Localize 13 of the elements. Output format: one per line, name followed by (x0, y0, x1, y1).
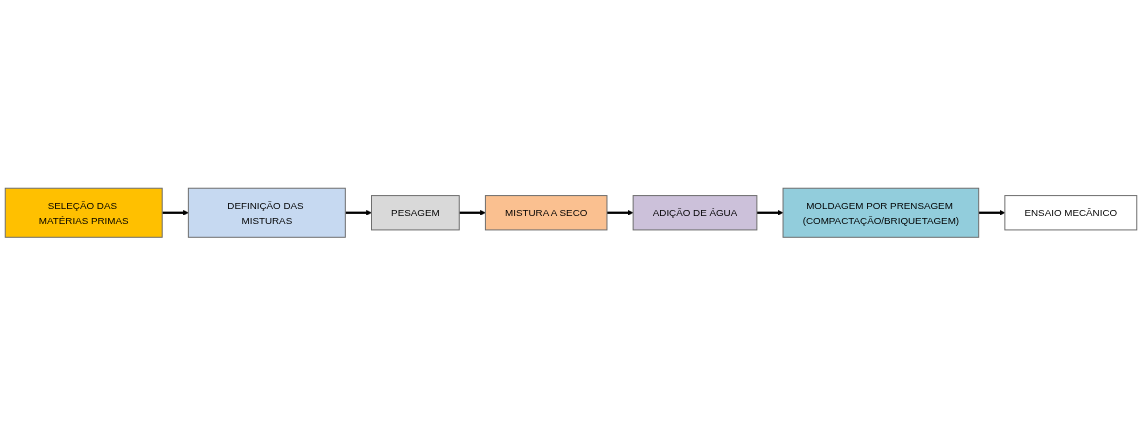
node-box: ADIÇÃO DE ÁGUA (632, 194, 758, 231)
node-box: PESAGEM (371, 194, 460, 231)
arrow (756, 209, 784, 216)
node-box: ENSAIO MECÂNICO (1004, 194, 1138, 231)
node-box: DEFINIÇÃO DAS MISTURAS (187, 187, 346, 238)
arrow (162, 209, 189, 216)
arrow (978, 209, 1006, 216)
arrow (459, 209, 486, 216)
node-box: SELEÇÃO DAS MATÉRIAS PRIMAS (4, 187, 163, 238)
arrow (345, 209, 372, 216)
arrow (606, 209, 634, 216)
node-box: MISTURA A SECO (484, 194, 608, 231)
node-box: MOLDAGEM POR PRENSAGEM (COMPACTAÇÃO/BRIQUETAGEM) (782, 187, 980, 238)
